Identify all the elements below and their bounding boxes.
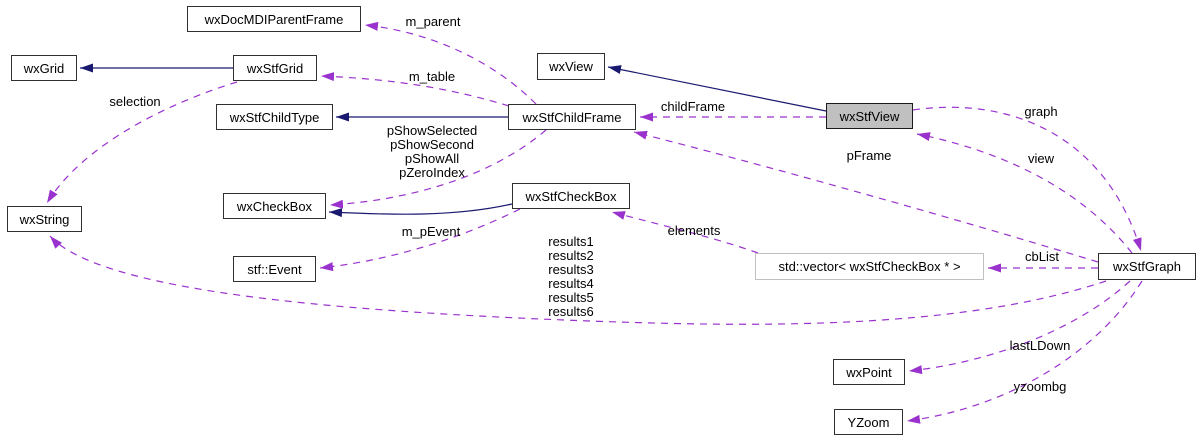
edge-yzoombg: [906, 280, 1143, 424]
edge-selection: [46, 81, 238, 204]
node-wxstring[interactable]: wxString: [7, 206, 82, 232]
edge-graph: [912, 106, 1142, 252]
edge-m-table: [320, 72, 510, 107]
node-wxstfgraph[interactable]: wxStfGraph: [1098, 253, 1196, 280]
edge-wxstfcheckbox-wxcheckbox: [328, 203, 513, 218]
node-wxpoint[interactable]: wxPoint: [833, 359, 905, 385]
node-stf-event[interactable]: stf::Event: [233, 256, 316, 282]
node-yzoom[interactable]: YZoom: [834, 409, 903, 435]
edge-lastldown: [908, 280, 1131, 375]
edge-pshow: [329, 129, 547, 209]
edge-view: [916, 132, 1133, 254]
node-std-vector-wxstfcheckbox: std::vector< wxStfCheckBox * >: [755, 253, 984, 280]
edge-m-parent: [364, 21, 537, 105]
edge-m-pevent: [319, 208, 521, 272]
node-wxgrid[interactable]: wxGrid: [11, 55, 77, 81]
edge-pframe: [633, 130, 1099, 263]
edge-wxstfview-wxview: [607, 65, 827, 112]
node-wxstfchildtype[interactable]: wxStfChildType: [216, 104, 333, 130]
node-wxstfgrid[interactable]: wxStfGrid: [233, 55, 317, 81]
node-wxstfcheckbox[interactable]: wxStfCheckBox: [512, 183, 630, 209]
node-wxdocmdiparentframe[interactable]: wxDocMDIParentFrame: [187, 6, 361, 32]
node-wxstfchildframe[interactable]: wxStfChildFrame: [508, 104, 636, 130]
edge-elements: [611, 211, 759, 254]
node-wxview[interactable]: wxView: [537, 53, 605, 80]
node-wxcheckbox[interactable]: wxCheckBox: [223, 193, 326, 219]
edge-results: [49, 235, 1107, 325]
node-wxstfview: wxStfView: [826, 103, 913, 129]
